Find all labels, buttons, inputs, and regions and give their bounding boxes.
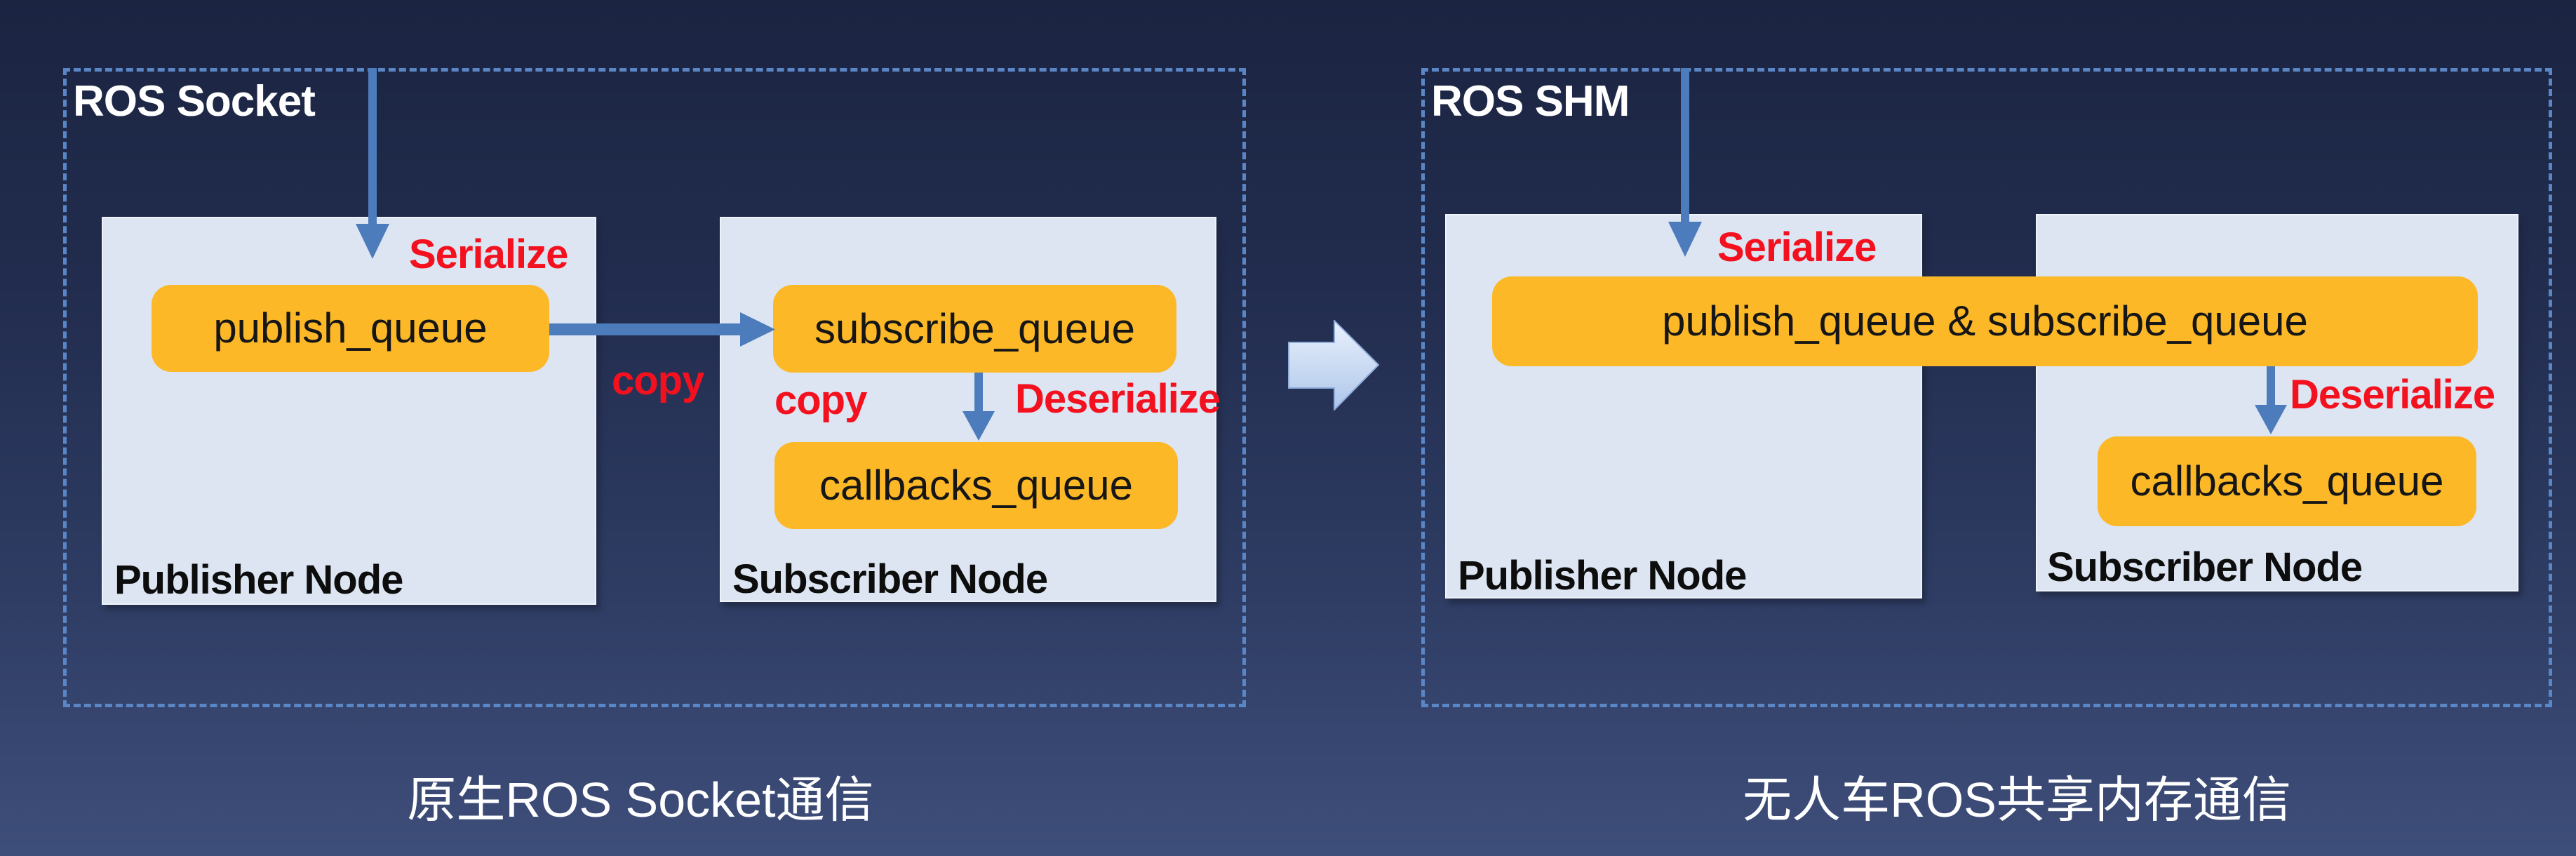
right-publisher-node-panel	[1445, 214, 1922, 598]
ros-shm-frame-label: ROS SHM	[1431, 77, 1630, 126]
ros-socket-frame	[63, 68, 1246, 707]
left-serialize-label: Serialize	[409, 232, 568, 277]
right-deserialize-label: Deserialize	[2290, 372, 2495, 417]
right-serialize-label: Serialize	[1717, 225, 1877, 270]
right-deserialize-arrow-icon	[2255, 366, 2287, 434]
shared-queue-label: publish_queue & subscribe_queue	[1662, 297, 2308, 345]
copy-arrow-icon	[549, 312, 775, 347]
right-publisher-node-label: Publisher Node	[1458, 553, 1747, 598]
left-subscriber-node-panel	[720, 217, 1216, 602]
transition-block-arrow-icon	[1288, 320, 1379, 410]
right-callbacks-queue-label: callbacks_queue	[2130, 457, 2444, 504]
right-subscriber-node-label: Subscriber Node	[2047, 544, 2363, 590]
subscribe-queue-box: subscribe_queue	[773, 285, 1176, 373]
subscribe-queue-label: subscribe_queue	[814, 305, 1135, 352]
publish-queue-label: publish_queue	[213, 305, 488, 352]
left-copy-inner-label: copy	[774, 377, 867, 423]
shared-queue-box: publish_queue & subscribe_queue	[1492, 276, 2478, 366]
left-publisher-node-panel	[102, 217, 596, 605]
left-caption: 原生ROS Socket通信	[407, 773, 874, 827]
ros-socket-frame-label: ROS Socket	[73, 77, 316, 126]
right-serialize-arrow-icon	[1668, 68, 1702, 257]
right-caption: 无人车ROS共享内存通信	[1743, 773, 2291, 827]
ros-shm-frame	[1421, 68, 2552, 707]
left-deserialize-label: Deserialize	[1015, 376, 1221, 422]
left-publisher-node-label: Publisher Node	[114, 557, 403, 603]
right-callbacks-queue-box: callbacks_queue	[2098, 436, 2476, 526]
left-deserialize-arrow-icon	[962, 373, 995, 441]
left-callbacks-queue-box: callbacks_queue	[774, 442, 1178, 529]
left-subscriber-node-label: Subscriber Node	[732, 556, 1048, 602]
publish-queue-box: publish_queue	[152, 285, 549, 372]
left-copy-outer-label: copy	[612, 358, 704, 403]
left-serialize-arrow-icon	[356, 68, 389, 259]
left-callbacks-queue-label: callbacks_queue	[819, 462, 1133, 509]
